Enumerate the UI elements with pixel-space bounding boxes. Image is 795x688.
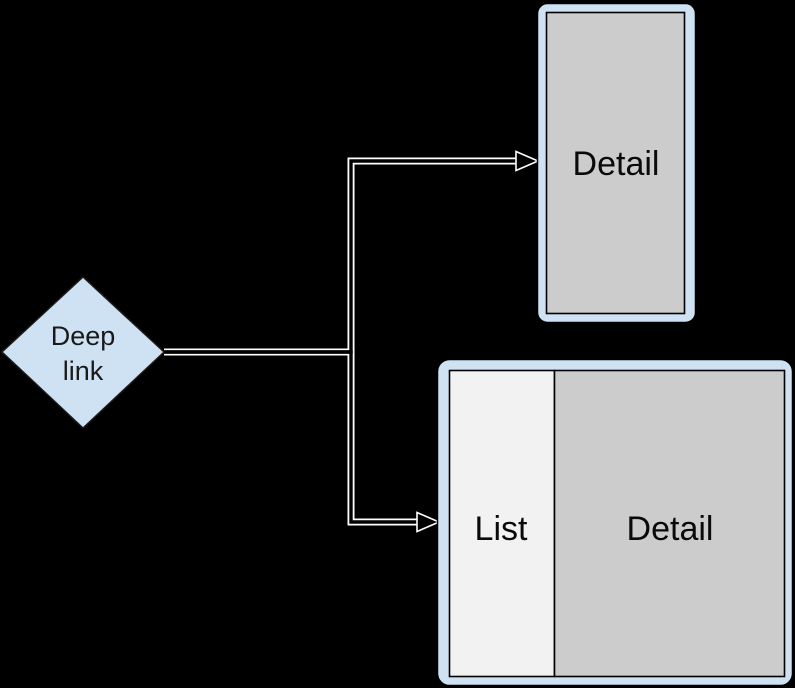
detail-pane xyxy=(545,11,686,315)
list-pane-label: List xyxy=(475,510,528,548)
deep-link-label-line1: Deep xyxy=(51,321,116,351)
deep-link-node: Deep link xyxy=(0,275,166,430)
deep-link-label-line2: link xyxy=(63,356,104,386)
connector-deeplink-to-listdetail xyxy=(164,350,419,524)
arrowhead-to-listdetail-icon xyxy=(416,511,442,533)
list-detail-panel: List Detail xyxy=(436,358,794,687)
list-detail-detail-pane xyxy=(553,369,786,678)
detail-panel-label: Detail xyxy=(573,145,660,183)
arrowhead-to-detail-icon xyxy=(515,150,541,172)
list-pane xyxy=(448,369,556,678)
deep-link-diamond-shape xyxy=(0,275,166,430)
connectors xyxy=(164,150,541,533)
list-detail-detail-label: Detail xyxy=(627,510,714,548)
detail-panel: Detail xyxy=(536,2,697,324)
